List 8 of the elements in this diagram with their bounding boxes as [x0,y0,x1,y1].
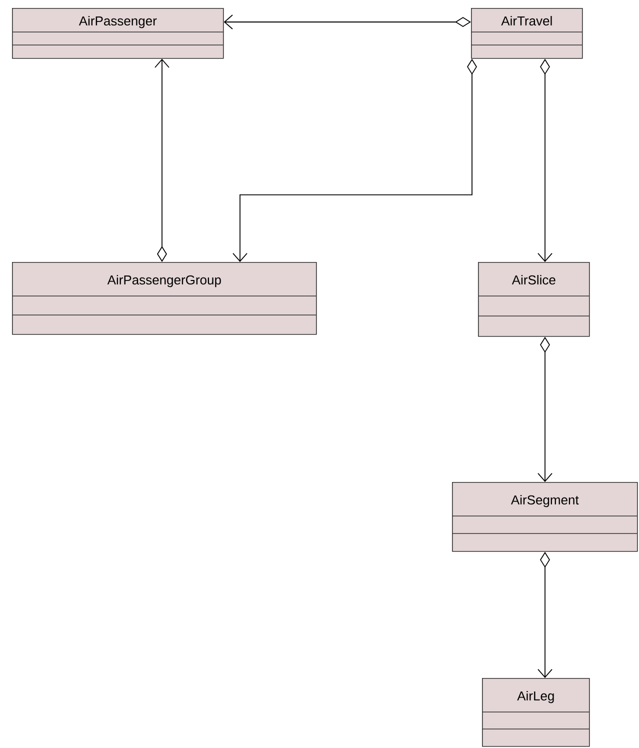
class-box: AirSegment [452,482,638,552]
aggregation-arrow [224,14,471,30]
class-box: AirPassengerGroup [12,262,317,335]
class-box: AirSlice [478,262,590,337]
class-box: AirTravel [470,8,583,59]
class-box: AirPassenger [12,8,224,59]
aggregation-arrow [154,58,170,262]
class-box: AirLeg [482,678,590,747]
